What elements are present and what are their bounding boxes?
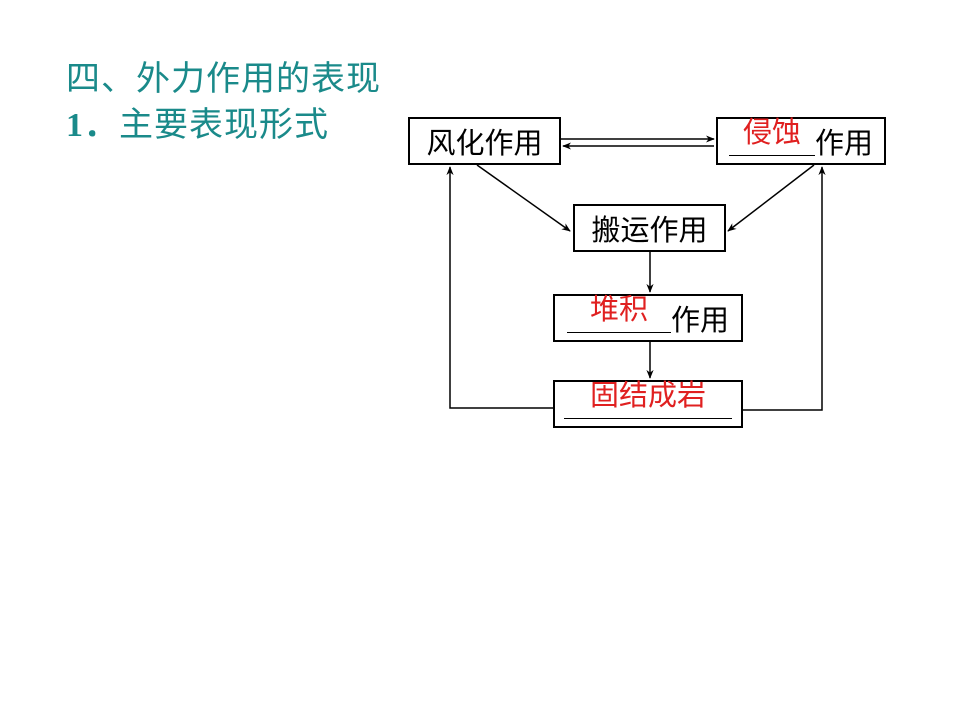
subsection-title: 主要表现形式: [119, 105, 329, 145]
arrow-lithification-to-weathering: [446, 166, 553, 409]
transport-label: 搬运作用: [591, 213, 708, 247]
arrow-erosion-to-transport: [727, 164, 815, 232]
deposition-box: 堆积作用: [553, 294, 743, 342]
arrow-lithification-to-erosion: [743, 166, 826, 411]
erosion-answer: 侵蚀: [742, 115, 801, 149]
section-heading: 四、外力作用的表现: [66, 59, 381, 99]
subsection-heading: 1．主要表现形式: [66, 108, 329, 143]
lithification-answer-blank: 固结成岩: [564, 381, 732, 419]
erosion-box: 侵蚀作用: [716, 117, 886, 165]
arrow-weathering-to-transport: [476, 164, 571, 232]
deposition-suffix: 作用: [670, 303, 729, 337]
erosion-answer-blank: 侵蚀: [728, 118, 815, 156]
lithification-box: 固结成岩: [553, 380, 743, 428]
lithification-answer: 固结成岩: [589, 378, 706, 412]
transport-box: 搬运作用: [573, 204, 726, 252]
weathering-box: 风化作用: [408, 117, 561, 165]
erosion-suffix: 作用: [814, 126, 873, 160]
deposition-answer-blank: 堆积: [566, 295, 671, 333]
deposition-answer: 堆积: [589, 292, 648, 326]
subsection-number: 1．: [66, 107, 119, 144]
weathering-label: 风化作用: [426, 126, 543, 160]
